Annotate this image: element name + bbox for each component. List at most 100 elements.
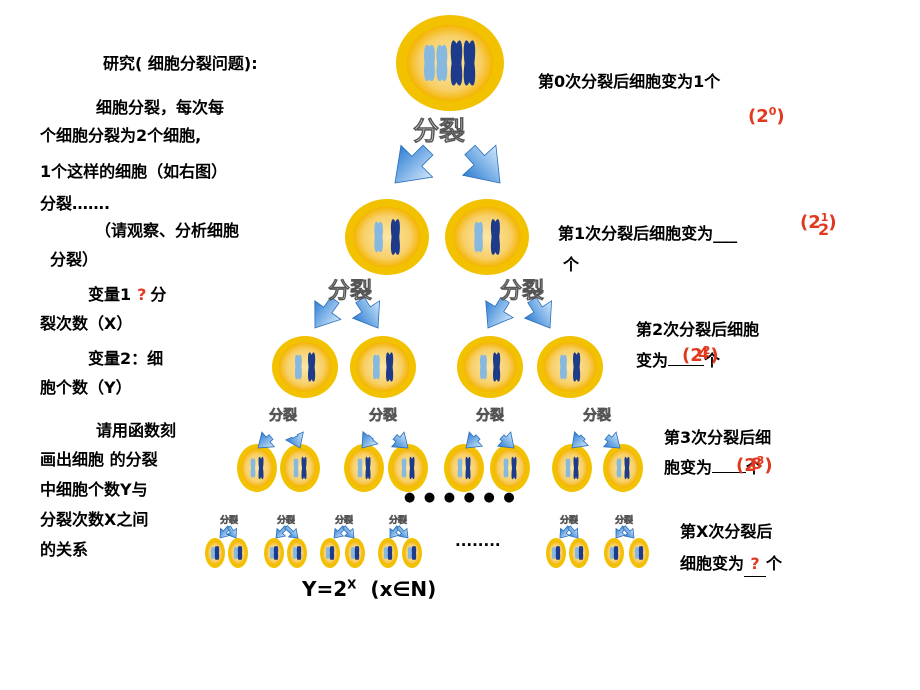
split-arrow [390, 431, 409, 449]
step-2-line-2: 变为 个 [636, 349, 720, 373]
step-0-answer: (20) [748, 100, 785, 129]
task-line-4: 分裂次数X之间 [40, 510, 149, 529]
step-3-answer-exp: 3 [756, 454, 765, 467]
split-label: 分裂 [335, 514, 353, 526]
cell [320, 538, 340, 568]
split-label: 分裂 [328, 279, 372, 304]
step-2-blank [668, 349, 705, 366]
step-1-line-2: 个 [563, 255, 580, 274]
variable-1-question: ? [137, 285, 147, 304]
continuation-ellipsis: ........ [455, 532, 501, 550]
step-x-question: ? [744, 552, 767, 577]
step-2-suffix: 个 [704, 351, 721, 370]
split-arrow [461, 144, 501, 184]
cell [396, 15, 504, 111]
split-arrow [351, 296, 381, 329]
cell [457, 336, 523, 398]
cell [205, 538, 225, 568]
split-arrow [523, 296, 553, 329]
cell [569, 538, 589, 568]
split-label: 分裂 [369, 407, 397, 424]
cell [445, 199, 529, 275]
step-3-blank [712, 456, 747, 473]
split-arrow [257, 431, 276, 449]
task-line-5: 的关系 [40, 540, 89, 559]
step-2-answer-plain: 4 [698, 344, 710, 363]
intro-line-4: 分裂……. [40, 194, 111, 213]
step-3-line-1: 第3次分裂后细 [664, 428, 772, 447]
formula: Y=2X (x∈N) [302, 577, 436, 601]
step-3-answer-close: ) [764, 455, 773, 476]
step-2-answer-base: (2 [682, 345, 703, 366]
split-arrow [342, 525, 355, 539]
step-3-answer-base: (2 [736, 455, 757, 476]
split-arrow [361, 430, 379, 449]
step-3-answer: (23) [736, 449, 773, 478]
task-line-2: 画出细胞 的分裂 [40, 450, 158, 469]
step-0-answer-close: ) [776, 106, 785, 127]
step-2-line-1: 第2次分裂后细胞 [636, 320, 760, 339]
cell [444, 444, 484, 492]
arrows-layer [219, 144, 635, 539]
step-x-line-1: 第X次分裂后 [680, 522, 773, 541]
split-arrow [284, 431, 304, 449]
split-arrow [333, 525, 346, 539]
intro-line-3: 1个这样的细胞（如右图） [40, 162, 228, 181]
task-line-1: 请用函数刻 [96, 421, 177, 440]
cell [378, 538, 398, 568]
split-label: 分裂 [615, 514, 633, 526]
split-arrow [396, 525, 409, 539]
step-2-answer: (22) [682, 339, 719, 368]
cell [402, 538, 422, 568]
split-arrow [496, 431, 515, 449]
split-label: 分裂 [413, 117, 465, 147]
split-label: 分裂 [583, 407, 611, 424]
cell [490, 444, 530, 492]
continuation-dots: ● ● ● ● ● ● [404, 490, 517, 505]
step-1-answer-exp: 1 [820, 211, 829, 224]
split-arrow [602, 431, 621, 449]
variable-1-label: 变量1 [88, 285, 132, 304]
split-arrow [567, 525, 579, 539]
variable-1-line-2: 裂次数（X） [40, 314, 133, 333]
split-label: 分裂 [476, 407, 504, 424]
cell [604, 538, 624, 568]
step-1-label: 第1次分裂后细胞变为 [558, 224, 714, 243]
cell [603, 444, 643, 492]
step-x-prefix: 细胞变为 [680, 554, 745, 573]
cell [264, 538, 284, 568]
cell [546, 538, 566, 568]
cell [280, 444, 320, 492]
cell [537, 336, 603, 398]
split-arrow [226, 525, 238, 539]
step-0-text: 第0次分裂后细胞变为1个 [538, 72, 721, 91]
step-0-answer-base: (2 [748, 106, 769, 127]
intro-line-2: 个细胞分裂为2个细胞, [40, 126, 202, 145]
split-arrow [622, 525, 635, 539]
split-label: 分裂 [269, 407, 297, 424]
step-1-answer-plain: 2 [818, 220, 830, 239]
split-label: 分裂 [560, 514, 578, 526]
step-2-prefix: 变为 [636, 351, 669, 370]
variable-1-suffix: 分 [150, 285, 167, 304]
formula-exponent: X [347, 577, 357, 592]
step-1-answer-base: (2 [800, 212, 821, 233]
step-3-answer-plain: 8 [751, 454, 763, 473]
intro-line-1: 细胞分裂，每次每 [96, 98, 225, 117]
observe-line-1: （请观察、分析细胞 [95, 221, 240, 240]
step-0-answer-exp: 0 [768, 105, 777, 118]
step-x-line-2: 细胞变为?个 [680, 552, 782, 577]
step-2-answer-close: ) [710, 345, 719, 366]
formula-base: Y=2 [302, 577, 348, 601]
split-label: 分裂 [500, 279, 544, 304]
variable-2-line-2: 胞个数（Y） [40, 378, 132, 397]
split-label: 分裂 [277, 514, 295, 526]
split-labels-layer: 分裂分裂分裂分裂分裂分裂分裂分裂分裂分裂分裂分裂分裂 [220, 117, 634, 527]
variable-1-line-1: 变量1?分 [88, 283, 166, 307]
step-3-suffix: 个 [746, 458, 763, 477]
formula-domain: (x∈N) [370, 577, 437, 601]
cell [350, 336, 416, 398]
cell [344, 444, 384, 492]
step-1-answer-close: ) [828, 212, 837, 233]
